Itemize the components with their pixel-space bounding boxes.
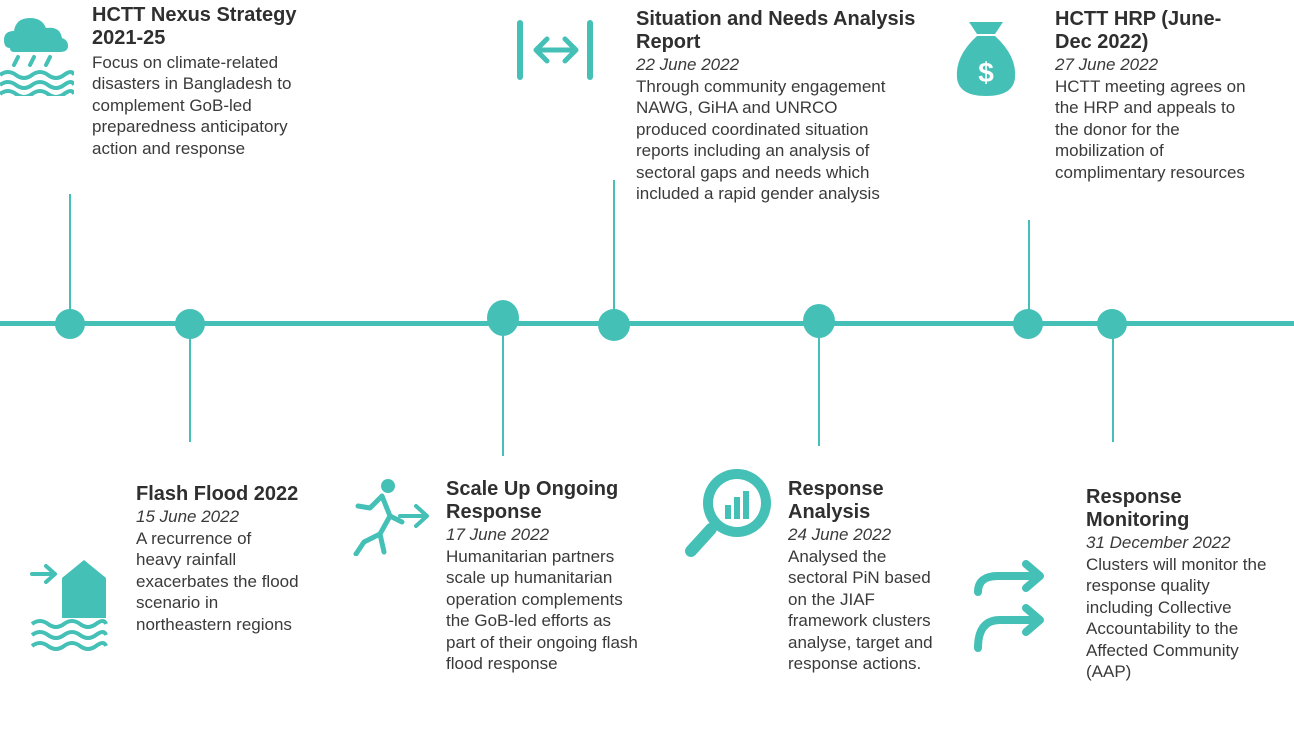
timeline-node-response-monitoring [1097,309,1127,339]
event-date: 31 December 2022 [1086,533,1231,552]
event-response-analysis: Response Analysis 24 June 2022 Analysed … [788,478,988,674]
timeline-node-hctt-hrp [1013,309,1043,339]
timeline-node-response-analysis [803,304,835,338]
event-title: Response Analysis [788,478,884,523]
event-flash-flood: Flash Flood 2022 15 June 2022 A recurren… [136,483,336,635]
event-nexus-strategy: HCTT Nexus Strategy 2021-25 Focus on cli… [92,4,352,159]
stem-response-analysis [818,324,820,446]
bidirectional-arrow-icon [515,18,597,82]
stem-hctt-hrp [1028,220,1030,324]
timeline-node-flash-flood [175,309,205,339]
event-date: 22 June 2022 [636,55,740,74]
event-date: 27 June 2022 [1055,55,1159,74]
event-situation-report: Situation and Needs Analysis Report 22 J… [636,8,956,204]
event-title: HCTT Nexus Strategy 2021-25 [92,4,297,49]
stem-response-monitoring [1112,324,1114,442]
event-description: Clusters will monitor the response quali… [1086,555,1267,682]
flooded-house-icon [28,558,108,656]
event-title: Situation and Needs Analysis Report [636,8,916,53]
event-description: HCTT meeting agrees on the HRP and appea… [1055,77,1246,182]
event-scale-up: Scale Up Ongoing Response 17 June 2022 H… [446,478,676,674]
stem-nexus-strategy [69,194,71,324]
event-description: Humanitarian partners scale up humanitar… [446,547,638,674]
event-title: Scale Up Ongoing Response [446,478,619,523]
event-title: Response Monitoring [1086,486,1190,531]
event-response-monitoring: Response Monitoring 31 December 2022 Clu… [1086,486,1291,682]
money-bag-icon: $ [955,20,1017,98]
event-title: HCTT HRP (June- Dec 2022) [1055,8,1222,53]
stem-flash-flood [189,324,191,442]
event-date: 15 June 2022 [136,507,240,526]
event-date: 24 June 2022 [788,525,892,544]
event-description: Focus on climate-related disasters in Ba… [92,53,292,158]
event-date: 17 June 2022 [446,525,550,544]
svg-text:$: $ [978,57,994,88]
event-description: Through community engagement NAWG, GiHA … [636,77,886,204]
timeline-line [0,321,1294,326]
magnifier-chart-icon [683,465,775,561]
event-description: A recurrence of heavy rainfall exacerbat… [136,529,299,634]
event-hctt-hrp: HCTT HRP (June- Dec 2022) 27 June 2022 H… [1055,8,1280,183]
rain-cloud-waves-icon [0,8,74,96]
stem-scale-up [502,324,504,456]
forward-arrows-icon [970,560,1054,656]
stem-situation-report [613,180,615,324]
timeline-node-scale-up [487,300,519,336]
timeline-node-nexus-strategy [55,309,85,339]
running-person-icon [350,476,430,556]
event-title: Flash Flood 2022 [136,483,299,505]
timeline-node-situation-report [598,309,630,341]
event-description: Analysed the sectoral PiN based on the J… [788,547,933,674]
